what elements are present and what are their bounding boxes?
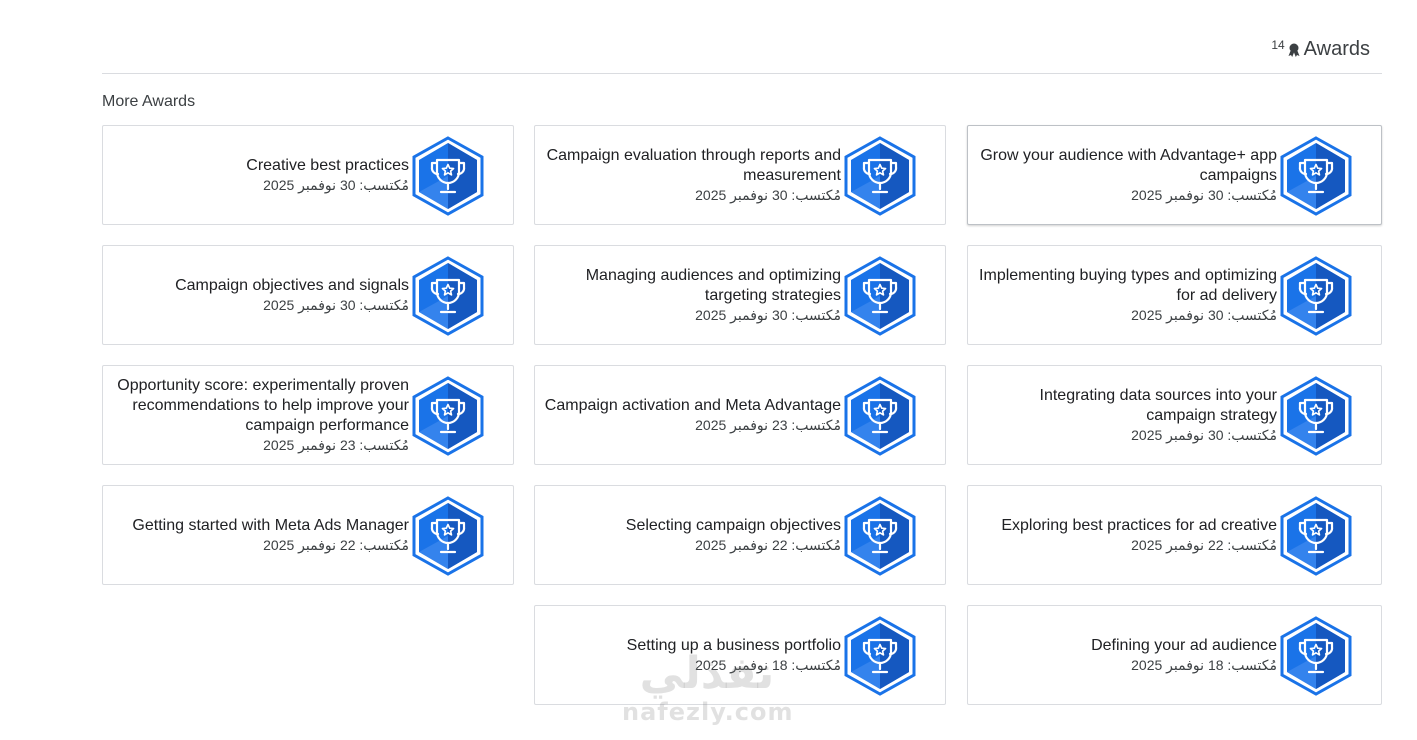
award-text: Implementing buying types and optimizing… — [977, 246, 1277, 344]
award-text: Creative best practices مُكتسب: 30 نوفمب… — [109, 126, 409, 224]
award-title: Campaign activation and Meta Advantage — [544, 397, 841, 414]
award-text: Getting started with Meta Ads Manager مُ… — [109, 486, 409, 584]
award-card[interactable]: Campaign activation and Meta Advantage م… — [534, 365, 946, 465]
award-date: مُكتسب: 22 نوفمبر 2025 — [695, 537, 841, 553]
awards-title-group: 14 Awards — [1271, 38, 1370, 61]
trophy-star-badge-icon — [411, 496, 485, 576]
more-awards-heading: More Awards — [102, 93, 196, 110]
award-card[interactable]: Exploring best practices for ad creative… — [967, 485, 1382, 585]
trophy-star-badge-icon — [843, 376, 917, 456]
award-title: Integrating data sources into your campa… — [1039, 387, 1277, 424]
awards-header: 14 Awards — [102, 36, 1382, 74]
award-title: Setting up a business portfolio — [626, 637, 841, 654]
award-text: Defining your ad audience مُكتسب: 18 نوف… — [977, 606, 1277, 704]
award-card[interactable]: Grow your audience with Advantage+ app c… — [967, 125, 1382, 225]
trophy-star-badge-icon — [1279, 136, 1353, 216]
award-text: Opportunity score: experimentally proven… — [109, 366, 409, 464]
award-card[interactable]: Campaign evaluation through reports and … — [534, 125, 946, 225]
trophy-star-badge-icon — [411, 376, 485, 456]
award-text: Selecting campaign objectives مُكتسب: 22… — [541, 486, 841, 584]
award-text: Setting up a business portfolio مُكتسب: … — [541, 606, 841, 704]
award-text: Campaign evaluation through reports and … — [541, 126, 841, 224]
trophy-star-badge-icon — [843, 616, 917, 696]
award-card[interactable]: Getting started with Meta Ads Manager مُ… — [102, 485, 514, 585]
award-text: Managing audiences and optimizing target… — [541, 246, 841, 344]
award-date: مُكتسب: 22 نوفمبر 2025 — [263, 537, 409, 553]
trophy-star-badge-icon — [843, 136, 917, 216]
award-date: مُكتسب: 23 نوفمبر 2025 — [263, 437, 409, 453]
award-text: Campaign activation and Meta Advantage م… — [541, 366, 841, 464]
award-date: مُكتسب: 22 نوفمبر 2025 — [1131, 537, 1277, 553]
award-title: Getting started with Meta Ads Manager — [132, 517, 409, 534]
award-title: Exploring best practices for ad creative — [1001, 517, 1277, 534]
award-date: مُكتسب: 23 نوفمبر 2025 — [695, 417, 841, 433]
award-title: Defining your ad audience — [1091, 637, 1277, 654]
award-title: Grow your audience with Advantage+ app c… — [980, 147, 1277, 184]
award-ribbon-icon — [1286, 42, 1302, 58]
award-card[interactable]: Setting up a business portfolio مُكتسب: … — [534, 605, 946, 705]
award-card[interactable]: Implementing buying types and optimizing… — [967, 245, 1382, 345]
award-date: مُكتسب: 30 نوفمبر 2025 — [263, 177, 409, 193]
trophy-star-badge-icon — [1279, 376, 1353, 456]
award-card[interactable]: Integrating data sources into your campa… — [967, 365, 1382, 465]
award-title: Selecting campaign objectives — [625, 517, 841, 534]
award-text: Grow your audience with Advantage+ app c… — [977, 126, 1277, 224]
award-title: Campaign evaluation through reports and … — [546, 147, 841, 184]
award-text: Integrating data sources into your campa… — [977, 366, 1277, 464]
award-text: Exploring best practices for ad creative… — [977, 486, 1277, 584]
award-date: مُكتسب: 30 نوفمبر 2025 — [695, 307, 841, 323]
award-card[interactable]: Campaign objectives and signals مُكتسب: … — [102, 245, 514, 345]
award-card[interactable]: Selecting campaign objectives مُكتسب: 22… — [534, 485, 946, 585]
award-date: مُكتسب: 30 نوفمبر 2025 — [1131, 307, 1277, 323]
award-date: مُكتسب: 30 نوفمبر 2025 — [695, 187, 841, 203]
trophy-star-badge-icon — [1279, 496, 1353, 576]
award-date: مُكتسب: 30 نوفمبر 2025 — [263, 297, 409, 313]
award-card[interactable]: Creative best practices مُكتسب: 30 نوفمب… — [102, 125, 514, 225]
award-card[interactable]: Opportunity score: experimentally proven… — [102, 365, 514, 465]
award-title: Creative best practices — [246, 157, 409, 174]
trophy-star-badge-icon — [411, 256, 485, 336]
trophy-star-badge-icon — [843, 496, 917, 576]
award-date: مُكتسب: 18 نوفمبر 2025 — [695, 657, 841, 673]
trophy-star-badge-icon — [843, 256, 917, 336]
award-date: مُكتسب: 30 نوفمبر 2025 — [1131, 427, 1277, 443]
award-text: Campaign objectives and signals مُكتسب: … — [109, 246, 409, 344]
award-date: مُكتسب: 18 نوفمبر 2025 — [1131, 657, 1277, 673]
awards-count: 14 — [1271, 37, 1285, 52]
award-card[interactable]: Defining your ad audience مُكتسب: 18 نوف… — [967, 605, 1382, 705]
award-title: Managing audiences and optimizing target… — [585, 267, 841, 304]
trophy-star-badge-icon — [1279, 616, 1353, 696]
award-card[interactable]: Managing audiences and optimizing target… — [534, 245, 946, 345]
award-title: Campaign objectives and signals — [175, 277, 409, 294]
award-title: Opportunity score: experimentally proven… — [117, 377, 409, 434]
award-title: Implementing buying types and optimizing… — [979, 267, 1277, 304]
trophy-star-badge-icon — [411, 136, 485, 216]
award-date: مُكتسب: 30 نوفمبر 2025 — [1131, 187, 1277, 203]
trophy-star-badge-icon — [1279, 256, 1353, 336]
awards-heading: Awards — [1303, 38, 1370, 60]
